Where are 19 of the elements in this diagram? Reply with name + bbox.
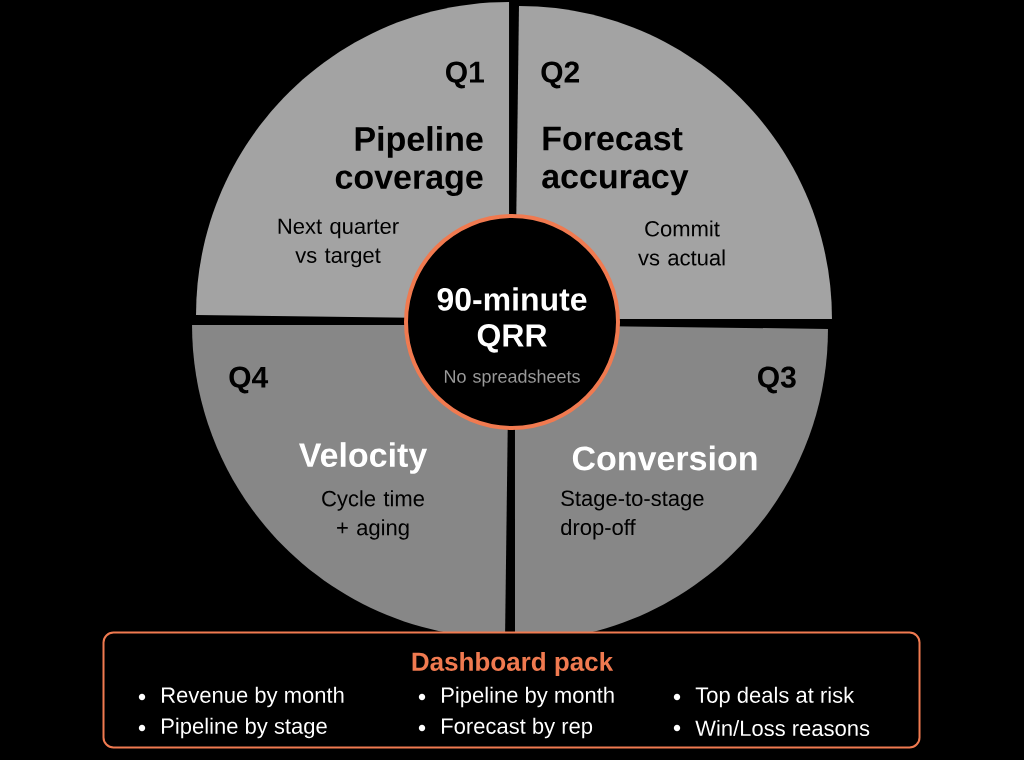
quadrant-number: Q2 [541, 61, 580, 89]
list-item: Pipeline by month [418, 686, 614, 708]
list-item: Top deals at risk [673, 686, 855, 708]
quadrant-description: Commit vs actual [638, 220, 725, 266]
quadrant-number: Q1 [446, 61, 484, 89]
quadrant-number: Q4 [229, 366, 269, 394]
list-item: Win/Loss reasons [673, 719, 870, 737]
list-item: Forecast by rep [418, 717, 593, 739]
quadrant-title: Pipeline coverage [335, 126, 483, 196]
quadrant-title: Conversion [572, 445, 757, 471]
panel-heading: Dashboard pack [412, 651, 614, 677]
list-item: Revenue by month [138, 686, 344, 708]
quadrant-description: Cycle time + aging [322, 490, 424, 540]
quadrant-description: Next quarter vs target [278, 218, 399, 268]
list-item: Pipeline by stage [138, 717, 327, 739]
quadrant-title: Velocity [299, 442, 428, 474]
quadrant-title: Forecast accuracy [542, 126, 689, 196]
quadrant-number: Q3 [758, 366, 796, 394]
quadrant-description: Stage-to-stage drop-off [561, 490, 704, 540]
